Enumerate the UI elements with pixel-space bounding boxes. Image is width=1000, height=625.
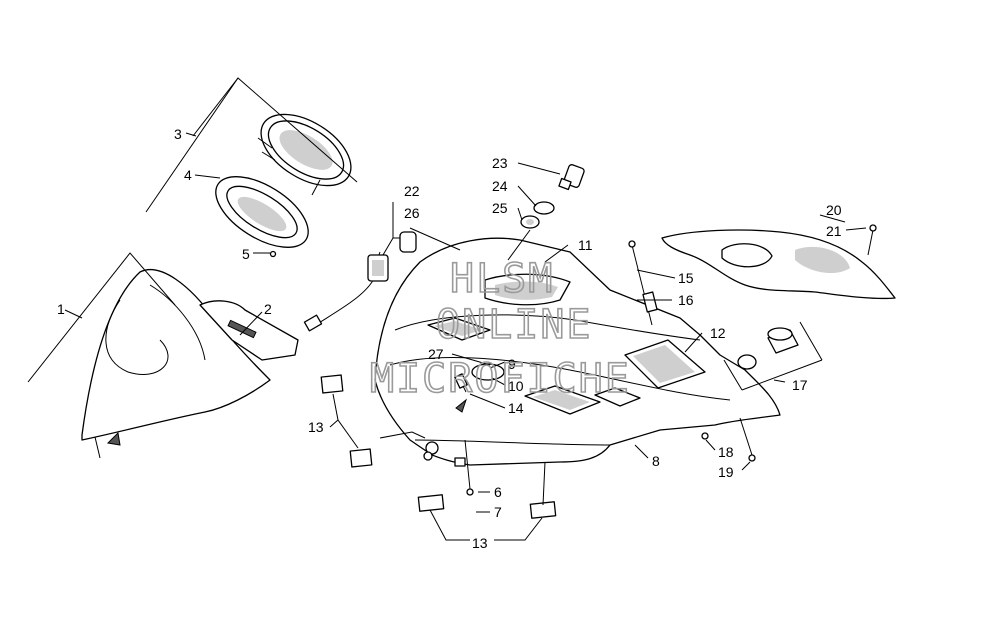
- rear-cover-part: [661, 224, 896, 300]
- callout-10: 10: [508, 378, 524, 394]
- callout-27: 27: [428, 346, 444, 362]
- callout-21: 21: [826, 223, 842, 239]
- callout-12: 12: [710, 325, 726, 341]
- callout-8: 8: [652, 453, 660, 469]
- callout-13b: 13: [472, 535, 488, 551]
- callout-14: 14: [508, 400, 524, 416]
- bracket-plate-part: [199, 300, 299, 361]
- bracket-17: [741, 359, 823, 391]
- power-outlet-part: [737, 327, 799, 370]
- callout-7: 7: [494, 504, 502, 520]
- rod-part: [628, 240, 658, 326]
- callout-25: 25: [492, 200, 508, 216]
- gauge-part: [257, 113, 352, 196]
- callout-9: 9: [508, 356, 516, 372]
- callout-17: 17: [792, 377, 808, 393]
- callout-11: 11: [578, 237, 593, 253]
- screw-5-part: [269, 250, 277, 258]
- callout-18: 18: [718, 444, 734, 460]
- watermark: HLSM ONLINE MICROFICHE: [369, 255, 631, 403]
- key-switch-part: [507, 164, 585, 261]
- callout-22: 22: [404, 183, 420, 199]
- callout-6: 6: [494, 484, 502, 500]
- callout-15: 15: [678, 270, 694, 286]
- wiring-harness-part: [303, 231, 417, 332]
- watermark-line-2: ONLINE: [436, 302, 593, 348]
- console-part: [374, 237, 781, 496]
- callout-24: 24: [492, 178, 508, 194]
- bracket-1: [27, 252, 176, 383]
- callout-23: 23: [492, 155, 508, 171]
- callout-5: 5: [242, 246, 250, 262]
- callout-3: 3: [174, 126, 182, 142]
- callout-labels: 1 2 3 4 5 6 7 8 9 10 11 12 13 13 14 15 1…: [57, 126, 842, 551]
- leader-lines: [64, 132, 867, 541]
- windshield-part: [81, 269, 271, 446]
- callout-4: 4: [184, 167, 192, 183]
- callout-26: 26: [404, 205, 420, 221]
- watermark-line-1: HLSM: [450, 256, 554, 302]
- callout-2: 2: [264, 301, 272, 317]
- callout-13a: 13: [308, 419, 324, 435]
- decal-part: [320, 374, 557, 519]
- callout-20: 20: [826, 202, 842, 218]
- watermark-line-3: MICROFICHE: [370, 356, 631, 402]
- callout-16: 16: [678, 292, 694, 308]
- callout-1: 1: [57, 301, 65, 317]
- gauge-bezel-part: [215, 176, 309, 248]
- callout-19: 19: [718, 464, 734, 480]
